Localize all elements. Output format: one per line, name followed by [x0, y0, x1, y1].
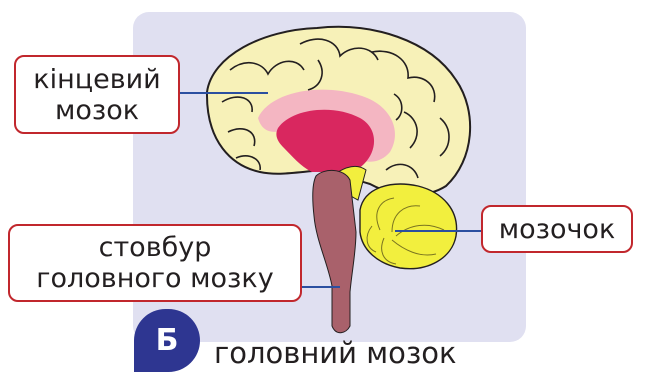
- label-cerebrum-line1: кінцевий: [33, 64, 160, 95]
- cerebellum-shape: [360, 184, 457, 269]
- label-brainstem-line2: головного мозку: [36, 263, 273, 294]
- label-brainstem-line1: стовбур: [99, 232, 212, 263]
- label-cerebellum-text: мозочок: [499, 214, 616, 245]
- label-cerebellum: мозочок: [481, 205, 633, 253]
- brainstem-shape: [313, 170, 356, 332]
- figure-caption: головний мозок: [214, 336, 457, 370]
- label-brainstem: стовбур головного мозку: [8, 224, 302, 302]
- label-cerebrum: кінцевий мозок: [14, 55, 180, 134]
- figure-badge: Б: [134, 309, 200, 372]
- label-cerebrum-line2: мозок: [55, 95, 139, 126]
